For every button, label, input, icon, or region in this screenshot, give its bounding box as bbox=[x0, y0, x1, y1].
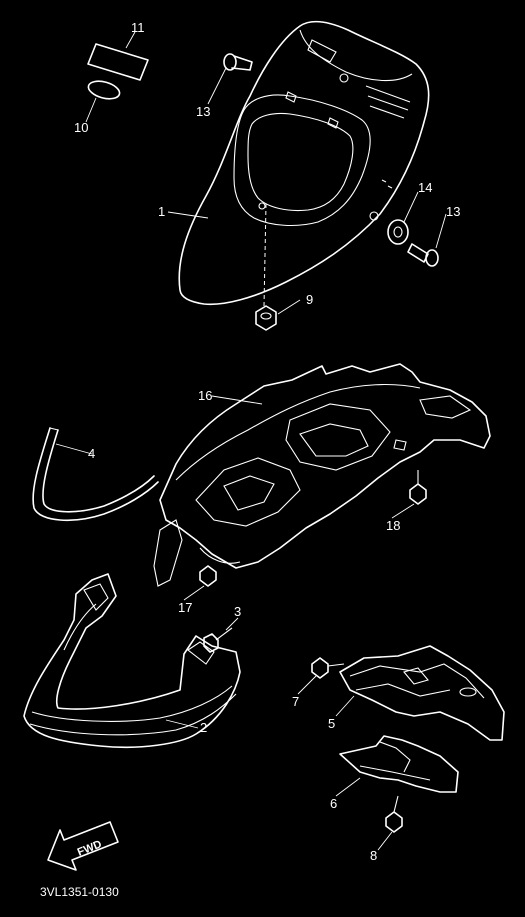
callout-8: 8 bbox=[370, 848, 377, 863]
callout-9: 9 bbox=[306, 292, 313, 307]
part-14-washer bbox=[387, 219, 409, 245]
callout-2: 2 bbox=[200, 720, 207, 735]
callout-3: 3 bbox=[234, 604, 241, 619]
part-18-bolt bbox=[409, 470, 427, 505]
part-7-bolt bbox=[311, 657, 345, 679]
part-3-bolt bbox=[203, 627, 233, 653]
part-13-bolt-lower bbox=[407, 243, 439, 267]
part-17-nut bbox=[199, 565, 217, 587]
callout-6: 6 bbox=[330, 796, 337, 811]
callout-11: 11 bbox=[131, 20, 145, 35]
callout-labels: 11 10 13 1 14 13 9 16 4 18 17 3 2 7 5 6 … bbox=[74, 20, 460, 863]
callout-17: 17 bbox=[178, 600, 192, 615]
part-2-grab-bar bbox=[23, 573, 241, 749]
callout-5: 5 bbox=[328, 716, 335, 731]
part-10-emblem bbox=[87, 80, 121, 100]
leader-lines bbox=[55, 31, 447, 851]
callout-1: 1 bbox=[158, 204, 165, 219]
part-4-trim-strip bbox=[32, 427, 159, 522]
callout-13-upper: 13 bbox=[196, 104, 210, 119]
fwd-arrow-icon: FWD bbox=[47, 821, 119, 871]
callout-13-lower: 13 bbox=[446, 204, 460, 219]
callout-10: 10 bbox=[74, 120, 88, 135]
part-1-rear-cowling bbox=[178, 20, 430, 306]
assembly-line bbox=[263, 203, 267, 307]
callout-18: 18 bbox=[386, 518, 400, 533]
part-5-bracket bbox=[339, 645, 505, 741]
callout-7: 7 bbox=[292, 694, 299, 709]
part-16-rear-fender bbox=[153, 363, 491, 587]
part-9-nut bbox=[255, 305, 277, 331]
part-13-bolt-upper bbox=[223, 53, 253, 71]
callout-4: 4 bbox=[88, 446, 95, 461]
callout-14: 14 bbox=[418, 180, 432, 195]
fwd-label: FWD bbox=[76, 838, 104, 859]
part-8-bolt bbox=[385, 795, 403, 833]
part-11-decal bbox=[87, 43, 149, 81]
part-6-plate bbox=[339, 735, 459, 793]
callout-16: 16 bbox=[198, 388, 212, 403]
drawing-code: 3VL1351-0130 bbox=[40, 885, 119, 899]
